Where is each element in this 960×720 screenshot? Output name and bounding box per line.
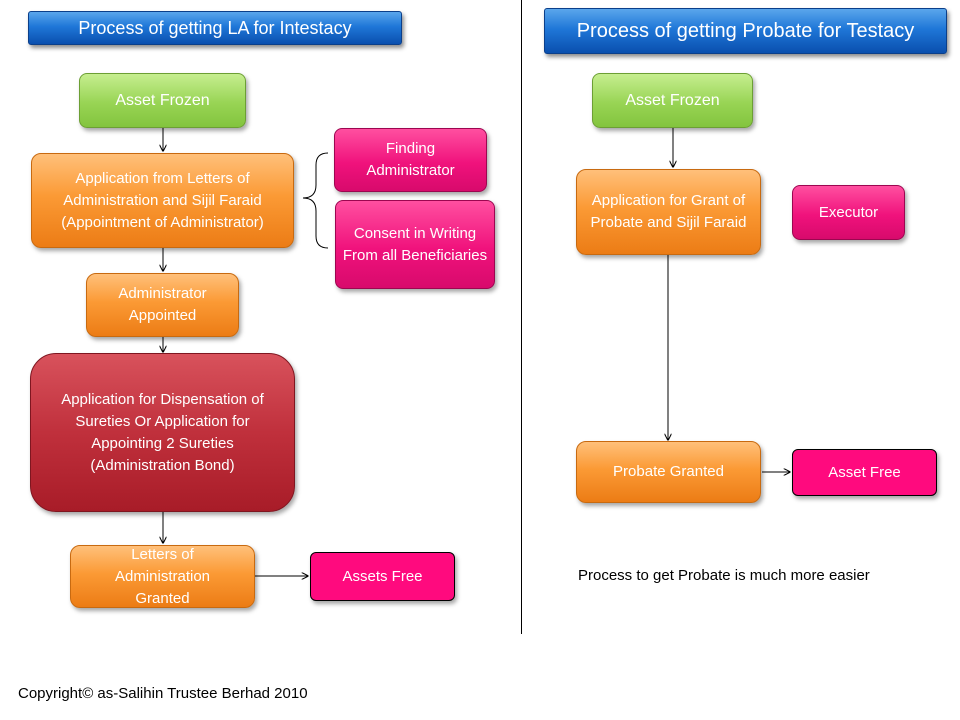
consent-in-writing-text: Consent in Writing From all Beneficiarie…: [342, 224, 488, 264]
application-la-box: Application from Letters of Administrati…: [31, 153, 294, 248]
curly-brace: [302, 152, 329, 249]
finding-administrator-text: Finding Administrator: [366, 140, 455, 179]
executor-box: Executor: [792, 185, 905, 240]
left-asset-frozen-box: Asset Frozen: [79, 73, 246, 128]
right-title: Process of getting Probate for Testacy: [576, 19, 915, 42]
right-asset-frozen-box: Asset Frozen: [592, 73, 753, 128]
copyright-text: Copyright© as-Salihin Trustee Berhad 201…: [18, 685, 308, 702]
probate-granted-text: Probate Granted: [613, 463, 724, 480]
application-la-text: Application from Letters of Administrati…: [61, 169, 264, 231]
dispensation-text: Application for Dispensation of Sureties…: [61, 390, 264, 474]
application-probate-text: Application for Grant of Probate and Sij…: [590, 192, 747, 231]
asset-free-text: Asset Free: [828, 463, 901, 481]
application-probate-box: Application for Grant of Probate and Sij…: [576, 169, 761, 255]
column-divider: [521, 0, 522, 634]
consent-in-writing-box: Consent in Writing From all Beneficiarie…: [335, 200, 495, 289]
dispensation-box: Application for Dispensation of Sureties…: [30, 353, 295, 512]
administrator-appointed-box: Administrator Appointed: [86, 273, 239, 337]
left-title: Process of getting LA for Intestacy: [78, 17, 352, 38]
finding-administrator-box: Finding Administrator: [334, 128, 487, 192]
right-title-banner: Process of getting Probate for Testacy: [544, 8, 947, 54]
asset-free-box: Asset Free: [792, 449, 937, 496]
right-asset-frozen-text: Asset Frozen: [625, 91, 720, 109]
executor-text: Executor: [818, 203, 879, 221]
probate-granted-box: Probate Granted: [576, 441, 761, 503]
assets-free-text: Assets Free: [342, 567, 423, 585]
letters-granted-text: Letters of Administration Granted: [114, 545, 211, 607]
letters-granted-box: Letters of Administration Granted: [70, 545, 255, 608]
left-asset-frozen-text: Asset Frozen: [115, 91, 210, 109]
administrator-appointed-text: Administrator Appointed: [118, 285, 207, 324]
left-title-banner: Process of getting LA for Intestacy: [28, 11, 402, 45]
assets-free-box: Assets Free: [310, 552, 455, 601]
probate-note: Process to get Probate is much more easi…: [578, 567, 870, 584]
